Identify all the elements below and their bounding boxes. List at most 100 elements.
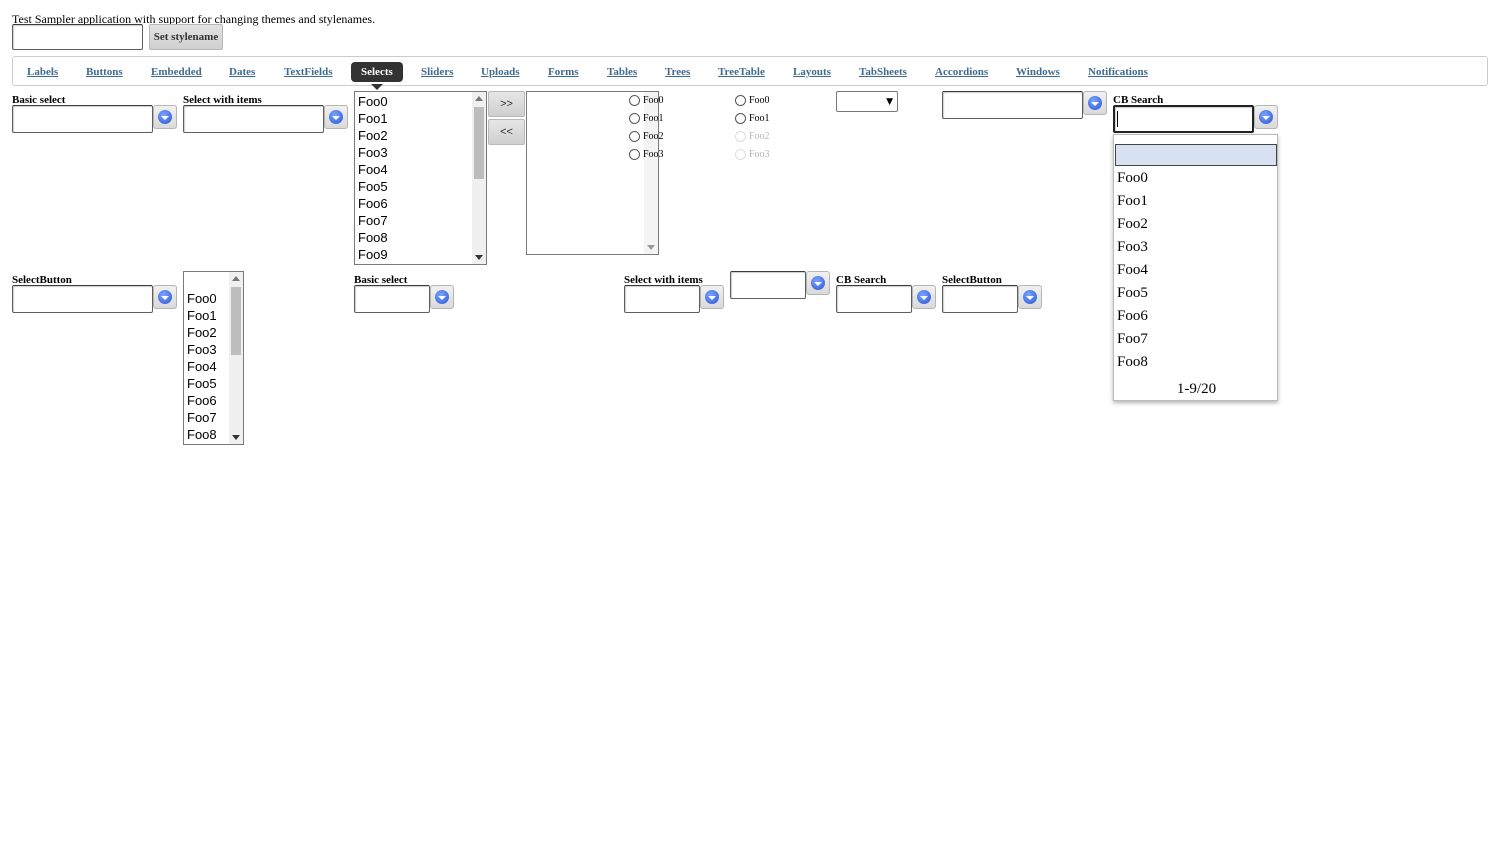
option-group-1-item[interactable]: Foo2 (629, 131, 664, 142)
combobox-2-input[interactable] (730, 271, 806, 299)
select-with-items-dropdown-button[interactable] (324, 105, 348, 129)
option-group-2-item[interactable]: Foo1 (735, 113, 770, 124)
list-item[interactable]: Foo4 (358, 162, 388, 177)
select-button-2-input[interactable] (942, 285, 1018, 313)
scroll-down-icon[interactable] (475, 255, 483, 260)
nav-sliders[interactable]: Sliders (421, 66, 454, 78)
scroll-thumb[interactable] (474, 107, 484, 179)
radio-button[interactable] (735, 95, 746, 106)
list-item[interactable]: Foo8 (187, 427, 217, 442)
suggestion-item[interactable]: Foo2 (1117, 216, 1148, 232)
chevron-down-icon (435, 290, 449, 304)
list-item[interactable]: Foo8 (358, 230, 388, 245)
list-select[interactable]: Foo0 Foo1 Foo2 Foo3 Foo4 Foo5 Foo6 Foo7 … (354, 91, 487, 265)
cb-search-2-input[interactable] (836, 285, 912, 313)
twincol-add-button[interactable]: >> (488, 91, 525, 117)
suggestion-empty-item[interactable] (1115, 144, 1277, 166)
list-item[interactable]: Foo5 (187, 376, 217, 391)
list-item[interactable]: Foo4 (187, 359, 217, 374)
suggestion-item[interactable]: Foo1 (1117, 193, 1148, 209)
nav-treetable[interactable]: TreeTable (718, 66, 765, 78)
list-scrollbar[interactable] (472, 92, 486, 264)
select-with-items-2-dropdown-button[interactable] (700, 285, 724, 309)
nav-labels[interactable]: Labels (27, 66, 59, 78)
chevron-down-icon: ▼ (886, 97, 893, 107)
basic-select-dropdown-button[interactable] (153, 105, 177, 129)
select-button-input[interactable] (12, 285, 153, 313)
nav-forms[interactable]: Forms (548, 66, 579, 78)
radio-button[interactable] (735, 113, 746, 124)
list-item[interactable]: Foo6 (358, 196, 388, 211)
basic-select-input[interactable] (12, 105, 153, 133)
list-item[interactable]: Foo0 (187, 291, 217, 306)
select-with-items-2-input[interactable] (624, 285, 700, 313)
suggestion-item[interactable]: Foo6 (1117, 308, 1148, 324)
suggestion-item[interactable]: Foo5 (1117, 285, 1148, 301)
cb-search-caption: CB Search (1113, 94, 1164, 106)
select-with-items-2-caption: Select with items (624, 274, 703, 286)
nav-selects[interactable]: Selects (351, 62, 403, 82)
list-scrollbar[interactable] (229, 272, 243, 444)
twincol-remove-button[interactable]: << (488, 119, 525, 145)
suggestion-item[interactable]: Foo8 (1117, 354, 1148, 370)
list-item[interactable]: Foo2 (358, 128, 388, 143)
nav-dates[interactable]: Dates (229, 66, 256, 78)
scroll-up-icon[interactable] (475, 96, 483, 101)
scroll-down-icon[interactable] (232, 435, 240, 440)
nav-tabsheets[interactable]: TabSheets (859, 66, 907, 78)
list-item[interactable]: Foo7 (358, 213, 388, 228)
scroll-up-icon[interactable] (232, 276, 240, 281)
select-button-dropdown-button[interactable] (153, 285, 177, 309)
scroll-down-icon[interactable] (647, 245, 655, 250)
nav-accordions[interactable]: Accordions (935, 66, 989, 78)
list-item[interactable]: Foo2 (187, 325, 217, 340)
nav-trees[interactable]: Trees (665, 66, 691, 78)
radio-button[interactable] (629, 113, 640, 124)
nav-uploads[interactable]: Uploads (481, 66, 520, 78)
cb-search-2-dropdown-button[interactable] (912, 285, 936, 309)
list-item[interactable]: Foo1 (187, 308, 217, 323)
suggestion-item[interactable]: Foo4 (1117, 262, 1148, 278)
stylename-input[interactable] (12, 24, 143, 50)
nav-windows[interactable]: Windows (1016, 66, 1060, 78)
radio-button[interactable] (629, 95, 640, 106)
basic-select-2-dropdown-button[interactable] (430, 285, 454, 309)
option-group-1-item[interactable]: Foo3 (629, 149, 664, 160)
list-item[interactable]: Foo6 (187, 393, 217, 408)
option-group-1-item[interactable]: Foo1 (629, 113, 664, 124)
list-item[interactable]: Foo5 (358, 179, 388, 194)
list-item[interactable]: Foo9 (358, 247, 388, 262)
nav-layouts[interactable]: Layouts (793, 66, 831, 78)
list-select-2[interactable]: Foo0 Foo1 Foo2 Foo3 Foo4 Foo5 Foo6 Foo7 … (183, 271, 244, 445)
option-group-1-item[interactable]: Foo0 (629, 95, 664, 106)
radio-button[interactable] (629, 149, 640, 160)
list-item[interactable]: Foo7 (187, 410, 217, 425)
suggestion-item[interactable]: Foo3 (1117, 239, 1148, 255)
cb-search-2-caption: CB Search (836, 274, 887, 286)
suggestion-item[interactable]: Foo7 (1117, 331, 1148, 347)
native-select[interactable]: ▼ (836, 91, 898, 112)
combobox-input[interactable] (942, 91, 1083, 119)
nav-embedded[interactable]: Embedded (151, 66, 202, 78)
scroll-thumb[interactable] (231, 287, 241, 355)
nav-tables[interactable]: Tables (607, 66, 638, 78)
twincol-scrollbar[interactable] (644, 92, 658, 254)
cb-search-dropdown-button[interactable] (1254, 105, 1278, 129)
cb-search-input[interactable] (1113, 105, 1254, 133)
list-item[interactable]: Foo1 (358, 111, 388, 126)
nav-textfields[interactable]: TextFields (284, 66, 333, 78)
list-item[interactable]: Foo0 (358, 94, 388, 109)
select-button-2-dropdown-button[interactable] (1018, 285, 1042, 309)
basic-select-2-input[interactable] (354, 285, 430, 313)
option-group-2-item[interactable]: Foo0 (735, 95, 770, 106)
combobox-2-dropdown-button[interactable] (806, 271, 830, 295)
nav-notifications[interactable]: Notifications (1088, 66, 1148, 78)
combobox-dropdown-button[interactable] (1083, 91, 1107, 115)
radio-button[interactable] (629, 131, 640, 142)
list-item[interactable]: Foo3 (187, 342, 217, 357)
set-stylename-button[interactable]: Set stylename (149, 24, 223, 50)
suggestion-item[interactable]: Foo0 (1117, 170, 1148, 186)
nav-buttons[interactable]: Buttons (86, 66, 123, 78)
list-item[interactable]: Foo3 (358, 145, 388, 160)
select-with-items-input[interactable] (183, 105, 324, 133)
